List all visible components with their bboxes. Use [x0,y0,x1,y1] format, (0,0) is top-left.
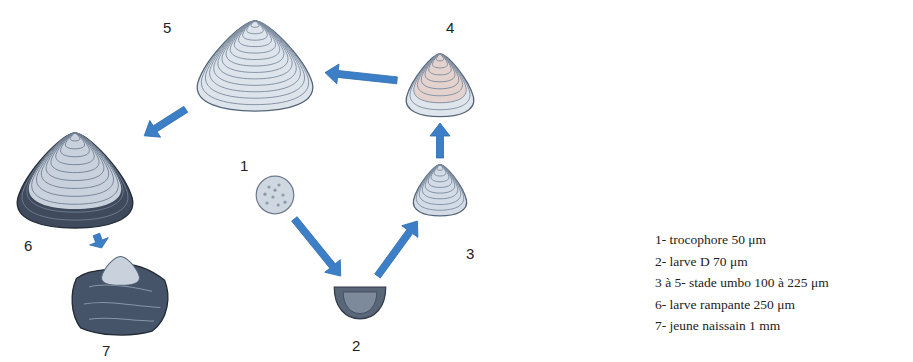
larval-stage: 6 [10,130,140,230]
cell-dot [265,201,268,204]
growth-line [429,54,452,75]
callout-number: 1 [240,158,248,174]
growth-line [201,20,308,104]
larval-shell-remnant [101,256,139,285]
callout-number: 6 [24,238,32,254]
flow-arrow [430,123,450,158]
legend-note: 2- larve D 70 μm [655,254,748,270]
trochophore-body [256,176,294,214]
callout-number: 2 [352,338,360,354]
flow-arrow [90,233,109,248]
growth-line [205,20,304,97]
callout-number: 5 [163,20,171,36]
umbo-shell [406,54,474,117]
growth-line [410,54,470,110]
growth-line [422,165,458,199]
larval-stage: 5 [190,18,320,113]
cell-dot [273,189,276,192]
growth-line [425,54,455,82]
growth-line [210,20,301,91]
shell-tint [414,54,467,103]
growth-line [222,20,288,72]
shell-illustration [255,175,295,215]
larval-stage: 2 [332,280,388,320]
growth-line [61,133,90,157]
growth-line [428,165,452,188]
cell-dot [277,183,280,186]
cell-dot [271,195,274,198]
cell-dot [263,193,266,196]
growth-line [214,20,297,84]
larval-stage: 3 [410,163,470,217]
shell-illustration [402,52,478,118]
cell-dot [281,193,284,196]
cell-dot [283,201,286,204]
shell-illustration [10,130,140,230]
shell-illustration [332,280,388,320]
cell-dot [267,185,270,188]
d-larva-shell [334,287,386,319]
d-larva-inner [343,292,377,314]
growth-line [56,133,95,165]
flow-arrow [292,217,341,276]
shell-illustration [190,18,320,113]
larval-stage: 1 [255,175,295,215]
growth-line [414,54,467,103]
growth-line [22,133,128,220]
growth-line [36,133,113,196]
callout-number: 4 [446,20,454,36]
growth-line [419,165,460,205]
growth-line [46,133,104,181]
shell-illustration [410,163,470,217]
larval-stage: 7 [68,253,173,338]
legend-note: 3 à 5- stade umbo 100 à 225 μm [655,275,829,291]
legend-note: 1- trocophore 50 μm [655,232,766,248]
growth-line [417,54,462,96]
growth-line [226,20,284,65]
flow-arrow [144,106,188,137]
cell-dot [277,203,280,206]
growth-line [416,165,463,211]
crawling-larva-shell [17,133,133,228]
growth-line [230,20,280,59]
umbo-shell [197,20,313,110]
growth-line [234,20,275,52]
growth-line [431,165,449,182]
legend-note: 6- larve rampante 250 μm [655,297,795,313]
growth-line [238,20,271,46]
umbo-shell [413,165,466,216]
flow-arrow [375,221,418,278]
shell-inner [29,133,121,209]
legend-note: 7- jeune naissain 1 mm [655,318,780,334]
callout-number: 7 [102,343,110,359]
growth-line [218,20,292,78]
growth-line [27,133,123,212]
growth-line [51,133,99,173]
shell-illustration [68,253,173,338]
growth-line [32,133,119,204]
growth-line [41,133,108,188]
larval-stage: 4 [402,52,478,118]
callout-number: 3 [466,246,474,262]
growth-line [425,165,455,194]
spat-texture [83,284,160,320]
growth-line [421,54,459,89]
flow-arrow [325,64,397,84]
